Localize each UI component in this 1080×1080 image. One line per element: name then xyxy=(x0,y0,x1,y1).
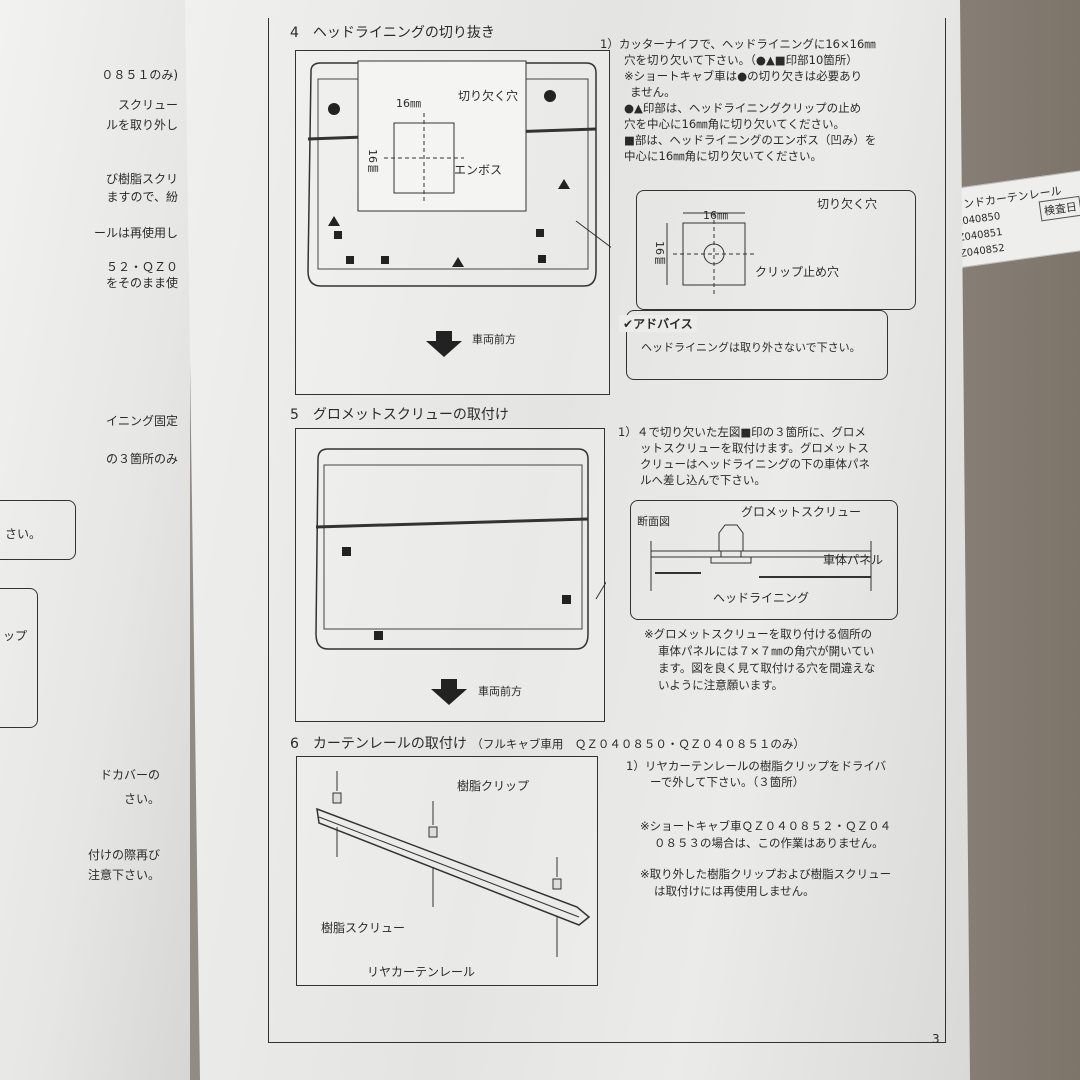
section-6-diagram: 樹脂クリップ 樹脂スクリュー リヤカーテンレール xyxy=(296,756,598,986)
text-line: スクリュー xyxy=(117,98,178,112)
note-box: さい。 xyxy=(0,500,76,560)
grommet-location-diagram xyxy=(315,448,627,705)
section-4-instructions: 1）カッターナイフで、ヘッドライニングに16×16㎜ 穴を切り欠いて下さい。（●… xyxy=(600,37,877,163)
note-box: ップ xyxy=(0,588,38,728)
text-line: び樹脂スクリ xyxy=(105,172,178,186)
section-6-title: 6 カーテンレールの取付け （フルキャブ車用 ＱＺ０４０８５０・ＱＺ０４０８５１… xyxy=(290,736,805,752)
text-line: イニング固定 xyxy=(105,414,178,428)
section-5-title: 5 グロメットスクリューの取付け xyxy=(290,407,509,423)
rail-label: リヤカーテンレール xyxy=(367,965,476,979)
curtain-rail-diagram xyxy=(316,771,591,957)
text-line: ５２・ＱＺ０ xyxy=(105,260,178,274)
section-6-notes: ※ショートキャブ車ＱＺ０４０８５２・ＱＺ０４ ０８５３の場合は、この作業はありま… xyxy=(640,819,892,898)
emboss-label: エンボス xyxy=(454,163,503,177)
page-frame xyxy=(268,18,946,1043)
text-line: ドカバーの xyxy=(99,768,160,782)
text-line: ０８５１のみ) xyxy=(101,68,178,82)
front-label: 車両前方 xyxy=(472,333,516,346)
dim-vertical: 16㎜ xyxy=(366,149,379,174)
main-page xyxy=(185,0,970,1080)
screw-label: 樹脂スクリュー xyxy=(321,921,406,935)
cut-hole-label: 切り欠く穴 xyxy=(458,89,519,103)
text-line: 注意下さい。 xyxy=(87,868,160,882)
clip-label: 樹脂クリップ xyxy=(457,779,530,793)
section-5-instructions: 1）４で切り欠いた左図■印の３箇所に、グロメ ットスクリューを取付けます。グロメ… xyxy=(618,425,870,487)
section-5-note: ※グロメットスクリューを取り付ける個所の 車体パネルには７×７㎜の角穴が開いてい… xyxy=(644,627,876,692)
section-4-title: 4 ヘッドライニングの切り抜き xyxy=(290,25,495,41)
text-line: さい。 xyxy=(123,792,160,806)
advice-box: ✔アドバイス ヘッドライニングは取り外さないで下さい。 xyxy=(619,310,888,380)
text-line: ますので、紛 xyxy=(106,190,178,204)
front-label: 車両前方 xyxy=(478,685,522,698)
text-line: の３箇所のみ xyxy=(105,452,178,466)
text-line: 付けの際再び xyxy=(87,848,160,862)
page-number: 3 xyxy=(932,1032,940,1046)
section-view: 断面図 グロメットスクリュー 車体パネル ヘッドライニング xyxy=(630,500,898,620)
section-5-diagram: 車両前方 xyxy=(295,428,627,722)
left-page: ０８５１のみ) スクリュー ルを取り外し び樹脂スクリ ますので、紛 ールは再使… xyxy=(0,0,190,1080)
section-4-diagram: 16㎜ 16㎜ 切り欠く穴 エンボス 車両前方 xyxy=(295,50,637,395)
advice-title: ✔アドバイス xyxy=(619,315,697,332)
section-6-instructions: 1）リヤカーテンレールの樹脂クリップをドライバ ーで外して下さい。（３箇所） xyxy=(626,759,887,789)
advice-text: ヘッドライニングは取り外さないで下さい。 xyxy=(641,341,861,354)
text-line: をそのまま使 xyxy=(105,276,178,290)
text-line: ルを取り外し xyxy=(105,118,178,132)
dim-horizontal: 16㎜ xyxy=(396,97,421,110)
cutout-detail: 16㎜ 16㎜ 切り欠く穴 クリップ止め穴 xyxy=(636,190,916,310)
headlining-cutout-diagram xyxy=(307,60,637,357)
text-line: ールは再使用し xyxy=(93,226,178,240)
